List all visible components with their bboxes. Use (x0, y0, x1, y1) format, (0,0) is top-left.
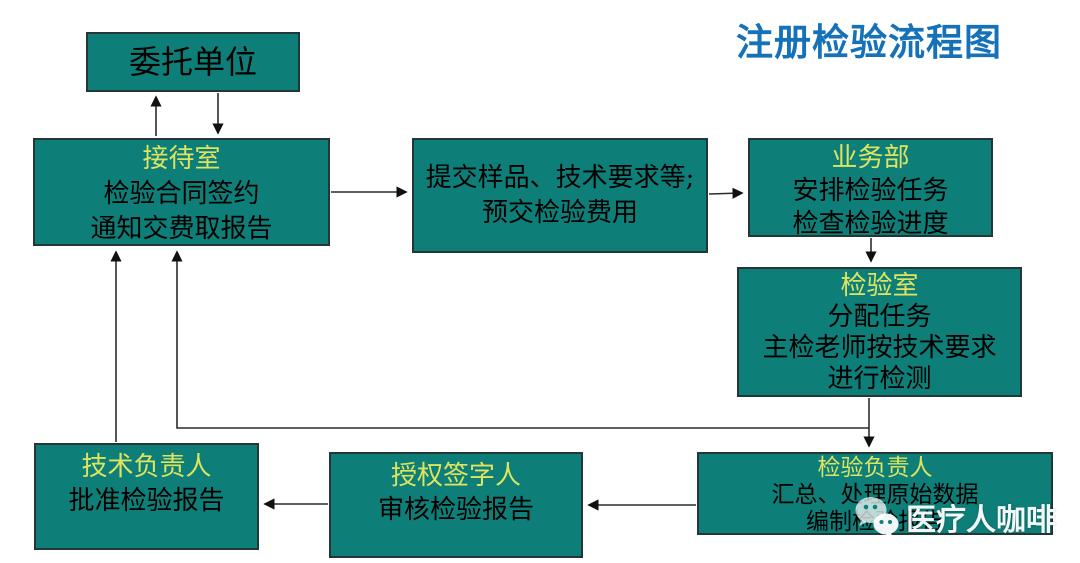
arrow-submit-to-business (708, 187, 744, 199)
page-title: 注册检验流程图 (736, 22, 1002, 63)
node-line: 提交样品、技术要求等; (425, 162, 695, 193)
node-line: 检查检验进度 (792, 209, 949, 239)
node-line: 进行检测 (827, 364, 932, 394)
node-client-unit: 委托单位 (86, 32, 300, 92)
node-header: 检验室 (840, 271, 919, 301)
watermark-label: 医疗人咖啡 (906, 504, 1056, 537)
node-line: 主检老师按技术要求 (762, 333, 997, 363)
node-line: 批准检验报告 (68, 486, 225, 516)
node-line: 委托单位 (128, 43, 257, 81)
node-lab-room: 检验室 分配任务 主检老师按技术要求 进行检测 (737, 267, 1022, 397)
node-authorized-signer: 授权签字人 审核检验报告 (329, 452, 583, 558)
node-header: 授权签字人 (390, 461, 521, 491)
node-header: 业务部 (831, 143, 910, 173)
node-line: 分配任务 (827, 302, 932, 332)
wechat-icon (855, 497, 899, 539)
node-business-dept: 业务部 安排检验任务 检查检验进度 (748, 138, 993, 239)
node-reception-room: 接待室 检验合同签约 通知交费取报告 (33, 138, 330, 246)
node-header: 接待室 (142, 144, 221, 174)
node-header: 检验负责人 (817, 455, 933, 481)
node-header: 技术负责人 (81, 452, 212, 482)
node-line: 预交检验费用 (481, 197, 638, 228)
node-line: 通知交费取报告 (90, 214, 273, 244)
node-line: 检验合同签约 (103, 179, 260, 209)
watermark: 医疗人咖啡 (850, 492, 1056, 542)
node-line: 审核检验报告 (377, 495, 534, 525)
node-line: 安排检验任务 (792, 176, 949, 206)
node-technical-lead: 技术负责人 批准检验报告 (34, 443, 259, 550)
node-submit-samples: 提交样品、技术要求等; 预交检验费用 (412, 138, 708, 253)
